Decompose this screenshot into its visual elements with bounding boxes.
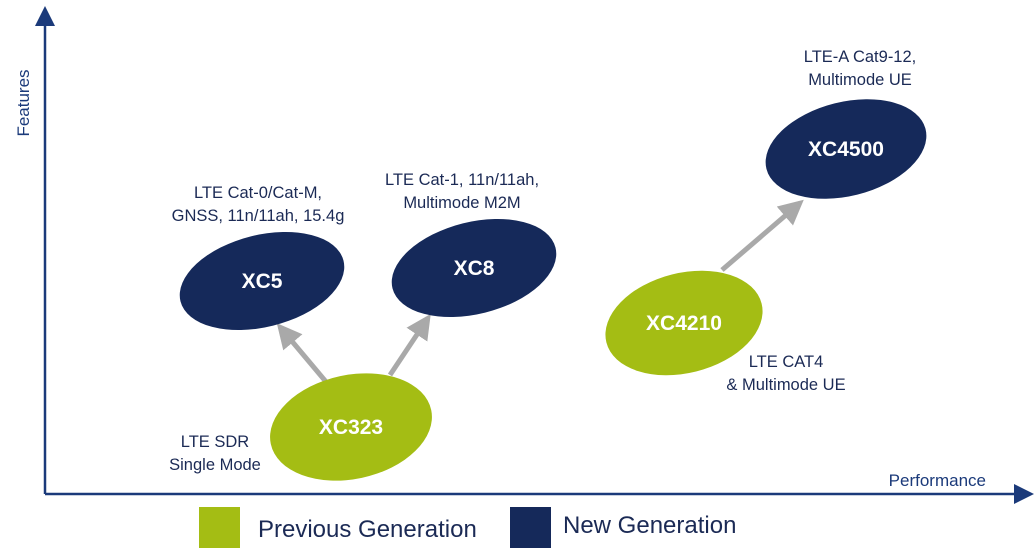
legend-new-label: New Generation <box>563 512 736 539</box>
y-axis-label: Features <box>14 69 33 136</box>
x-axis-label: Performance <box>889 471 986 490</box>
node-xc4210-ellipse <box>605 270 763 376</box>
caption-xc8-line-1: LTE Cat-1, 11n/11ah, <box>385 171 539 189</box>
node-xc8: XC8 <box>391 218 557 318</box>
node-xc4500-ellipse <box>765 99 927 199</box>
node-xc5: XC5 <box>179 231 345 331</box>
caption-xc5-line-2: GNSS, 11n/11ah, 15.4g <box>172 207 345 225</box>
caption-xc5-line-1: LTE Cat-0/Cat-M, <box>194 184 322 202</box>
caption-xc4500-line-2: Multimode UE <box>808 71 912 89</box>
node-xc4500: XC4500 <box>765 99 927 199</box>
caption-xc323-line-1: LTE SDR <box>181 433 250 451</box>
node-xc323: XC323 <box>270 373 432 481</box>
arrow-xc323-to-xc8 <box>387 313 431 377</box>
caption-xc4500: LTE-A Cat9-12, Multimode UE <box>804 48 917 89</box>
node-xc8-ellipse <box>391 218 557 318</box>
legend: Previous Generation New Generation <box>199 507 736 548</box>
caption-xc323-line-2: Single Mode <box>169 456 261 474</box>
legend-new-swatch <box>510 507 551 548</box>
caption-xc323: LTE SDR Single Mode <box>169 433 261 474</box>
node-xc323-label: XC323 <box>319 416 383 439</box>
caption-xc4210-line-2: & Multimode UE <box>726 376 845 394</box>
node-xc4500-label: XC4500 <box>808 138 884 161</box>
node-xc323-ellipse <box>270 373 432 481</box>
arrow-xc323-to-xc5 <box>276 323 329 385</box>
arrow-xc4210-to-xc4500 <box>720 199 804 272</box>
legend-previous-swatch <box>199 507 240 548</box>
node-xc5-label: XC5 <box>242 270 283 293</box>
caption-xc5: LTE Cat-0/Cat-M, GNSS, 11n/11ah, 15.4g <box>172 184 345 225</box>
node-xc8-label: XC8 <box>454 257 495 280</box>
caption-xc4500-line-1: LTE-A Cat9-12, <box>804 48 917 66</box>
caption-xc4210: LTE CAT4 & Multimode UE <box>726 353 845 394</box>
caption-xc8-line-2: Multimode M2M <box>403 194 520 212</box>
node-xc5-ellipse <box>179 231 345 331</box>
node-xc4210-label: XC4210 <box>646 312 722 335</box>
caption-xc4210-line-1: LTE CAT4 <box>749 353 824 371</box>
node-xc4210: XC4210 <box>605 270 763 376</box>
caption-xc8: LTE Cat-1, 11n/11ah, Multimode M2M <box>385 171 539 212</box>
legend-previous-label: Previous Generation <box>258 516 477 543</box>
